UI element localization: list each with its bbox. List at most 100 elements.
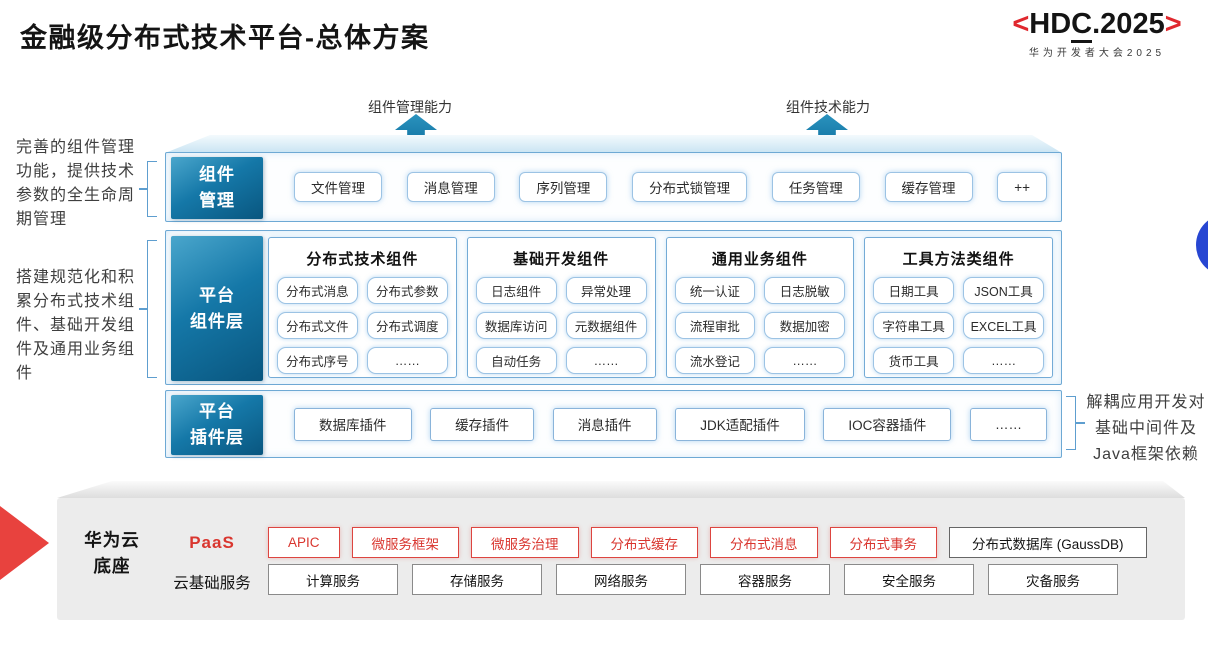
cloud-service-box: 安全服务	[844, 564, 974, 595]
cloud-service-box: 灾备服务	[988, 564, 1118, 595]
cloud-service-box: 容器服务	[700, 564, 830, 595]
component-box: 序列管理	[519, 172, 608, 202]
paas-service-box: 分布式事务	[829, 527, 938, 558]
annotation-decoupling: 解耦应用开发对基础中间件及Java框架依赖	[1086, 394, 1206, 463]
component-box: 文件管理	[294, 172, 382, 202]
layer-label-platform-plugins: 平台 插件层	[171, 395, 263, 455]
hdc-logo-wordmark: <HDC.2025>	[992, 8, 1202, 43]
logo-open-bracket: <	[1012, 8, 1030, 40]
right-bracket-row3	[1066, 396, 1076, 450]
paas-service-box: 微服务框架	[351, 527, 460, 558]
logo-hd: HD	[1029, 8, 1072, 40]
capability-label-technical: 组件技术能力	[786, 99, 870, 115]
gaussdb-box: 分布式数据库 (GaussDB)	[949, 527, 1147, 558]
layer-label-line: 组件层	[190, 311, 244, 331]
component-box: 日期工具	[873, 277, 955, 304]
logo-close-bracket: >	[1164, 8, 1182, 40]
platform-component-groups: 分布式技术组件 分布式消息分布式参数分布式文件分布式调度分布式序号 …… 基础开发…	[268, 237, 1053, 378]
layer-label-line: 平台	[199, 402, 235, 421]
plugin-box: IOC容器插件	[823, 407, 952, 441]
red-arrow-icon	[0, 506, 49, 580]
layer-platform-components: 平台 组件层 分布式技术组件 分布式消息分布式参数分布式文件分布式调度分布式序号…	[165, 230, 1062, 385]
layer-component-management: 组件 管理 文件管理消息管理序列管理分布式锁管理任务管理缓存管理 ++	[165, 152, 1062, 222]
component-group-grid: 分布式消息分布式参数分布式文件分布式调度分布式序号 ……	[277, 277, 448, 374]
right-bracket-row3-tick	[1076, 422, 1085, 424]
stack-top-face	[165, 135, 1062, 153]
cloud-service-box: 网络服务	[556, 564, 686, 595]
layer-label-line: 管理	[199, 191, 235, 210]
component-box: ……	[963, 347, 1044, 374]
annotation-component-management: 完善的组件管理功能，提供技术参数的全生命周期管理	[16, 139, 136, 228]
component-group-grid: 统一认证日志脱敏流程审批数据加密流水登记……	[674, 277, 846, 374]
component-box: 消息管理	[406, 172, 495, 202]
component-box: 异常处理	[565, 277, 647, 304]
component-box: 分布式调度	[366, 312, 448, 339]
layer-label-line: 平台	[199, 285, 235, 305]
cloud-service-row: 计算服务存储服务网络服务容器服务安全服务灾备服务	[268, 564, 1118, 595]
layer-label-platform-components: 平台 组件层	[171, 236, 263, 381]
paas-service-box: 分布式消息	[710, 527, 818, 558]
component-box: 分布式文件	[277, 312, 358, 339]
paas-label: PaaS	[189, 533, 235, 552]
page-title: 金融级分布式技术平台-总体方案	[20, 23, 430, 53]
component-box: 字符串工具	[873, 312, 955, 339]
plugin-box: 缓存插件	[430, 407, 535, 441]
component-box: 日志脱敏	[764, 277, 846, 304]
left-bracket-row1	[147, 161, 157, 217]
component-box: 缓存管理	[884, 172, 973, 202]
component-group-grid: 日期工具 JSON工具字符串工具 EXCEL工具货币工具 ……	[873, 277, 1044, 374]
blue-circle-decoration	[1196, 214, 1208, 276]
component-box: ……	[764, 347, 846, 374]
component-group-title: 基础开发组件	[513, 251, 610, 268]
component-box: 分布式序号	[277, 347, 358, 374]
cloud-services-label: 云基础服务	[173, 575, 251, 592]
component-group-title: 工具方法类组件	[902, 251, 1015, 268]
paas-service-box: APIC	[268, 527, 340, 558]
cloud-service-box: 存储服务	[412, 564, 542, 595]
component-box: 数据加密	[764, 312, 846, 339]
annotation-platform-components: 搭建规范化和积累分布式技术组件、基础开发组件及通用业务组件	[16, 269, 136, 382]
component-group: 通用业务组件 统一认证日志脱敏流程审批数据加密流水登记……	[665, 237, 855, 378]
component-group-grid: 日志组件异常处理数据库访问元数据组件自动任务 ……	[475, 277, 647, 374]
component-box: 任务管理	[771, 172, 860, 202]
layer-label-line: 组件	[199, 165, 235, 184]
cloud-service-box: 计算服务	[268, 564, 398, 595]
paas-service-box: 分布式缓存	[590, 527, 699, 558]
component-group: 基础开发组件 日志组件异常处理数据库访问元数据组件自动任务 ……	[466, 237, 656, 378]
component-box: ++	[997, 172, 1047, 202]
component-box: 日志组件	[475, 277, 557, 304]
foundation-panel	[57, 498, 1185, 620]
plugin-box: JDK适配插件	[675, 407, 805, 441]
component-group: 工具方法类组件 日期工具 JSON工具字符串工具 EXCEL工具货币工具 ……	[864, 237, 1053, 378]
component-box: 自动任务	[475, 347, 557, 374]
logo-year: .2025	[1092, 8, 1165, 40]
capability-label-management: 组件管理能力	[368, 99, 452, 115]
plugin-box: ……	[970, 407, 1047, 441]
component-management-items: 文件管理消息管理序列管理分布式锁管理任务管理缓存管理 ++	[294, 153, 1047, 221]
component-box: 货币工具	[873, 347, 955, 374]
layer-label-line: 插件层	[190, 428, 244, 447]
foundation-top-face	[57, 481, 1185, 498]
component-box: 统一认证	[674, 277, 756, 304]
component-box: 元数据组件	[565, 312, 647, 339]
layer-label-component-management: 组件 管理	[171, 157, 263, 219]
huawei-label-line: 华为云	[84, 530, 140, 550]
component-box: 数据库访问	[475, 312, 557, 339]
left-bracket-row1-tick	[139, 188, 148, 190]
component-box: 分布式参数	[366, 277, 448, 304]
component-group-title: 分布式技术组件	[306, 251, 419, 268]
component-box: JSON工具	[963, 277, 1044, 304]
huawei-label-line: 底座	[93, 556, 131, 576]
plugin-box: 数据库插件	[294, 407, 412, 441]
component-box: ……	[366, 347, 448, 374]
component-box: EXCEL工具	[963, 312, 1044, 339]
component-box: 分布式锁管理	[632, 172, 748, 202]
component-box: ……	[565, 347, 647, 374]
logo-subtitle: 华为开发者大会2025	[1028, 48, 1166, 59]
component-group-title: 通用业务组件	[711, 251, 808, 268]
component-box: 分布式消息	[277, 277, 358, 304]
left-bracket-row2-tick	[139, 308, 148, 310]
component-group: 分布式技术组件 分布式消息分布式参数分布式文件分布式调度分布式序号 ……	[268, 237, 457, 378]
